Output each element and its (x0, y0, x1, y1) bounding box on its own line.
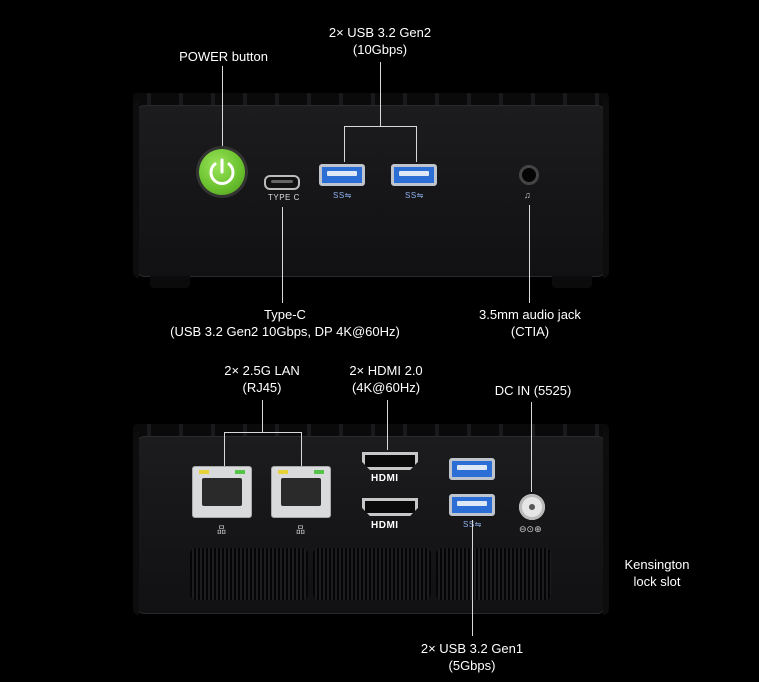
vent-left (190, 548, 308, 600)
audio-leader (529, 205, 530, 303)
usb-gen2-leader (380, 62, 381, 126)
rear-left-edge (133, 431, 139, 615)
usb-gen2-label: 2× USB 3.2 Gen2 (10Gbps) (318, 24, 442, 58)
lan-led-link (314, 470, 324, 474)
usb-gen2-bracket-left (344, 126, 345, 162)
lan-icon-2: 品 (296, 525, 306, 535)
lan-led-activity (199, 470, 209, 474)
power-button-label: POWER button (166, 48, 281, 65)
typec-label-line2: (USB 3.2 Gen2 10Gbps, DP 4K@60Hz) (170, 324, 400, 339)
lan-label-line2: (RJ45) (242, 380, 282, 395)
lan-jack (281, 478, 321, 506)
kensington-label-line1: Kensington (624, 557, 690, 572)
usb-gen2-label-line2: (10Gbps) (352, 42, 408, 57)
lan-leader (262, 400, 263, 432)
typec-label: Type-C (USB 3.2 Gen2 10Gbps, DP 4K@60Hz) (160, 306, 410, 340)
front-right-edge (603, 100, 609, 278)
kensington-label-line2: lock slot (633, 574, 681, 589)
usb-c-port-marking: TYPE C (268, 193, 300, 202)
dc-in-port[interactable] (519, 494, 545, 520)
typec-label-line1: Type-C (264, 307, 306, 322)
audio-label: 3.5mm audio jack (CTIA) (470, 306, 590, 340)
lan-led-link (235, 470, 245, 474)
rear-right-edge (603, 431, 609, 615)
power-button[interactable] (199, 149, 245, 195)
usb-a-gen2-port-2[interactable] (391, 164, 437, 186)
usb-ss-logo-1: SS⇋ (333, 191, 352, 200)
usb-a-gen1-port-2[interactable] (449, 494, 495, 516)
lan-bracket (224, 432, 302, 433)
lan-label: 2× 2.5G LAN (RJ45) (210, 362, 314, 396)
kensington-label: Kensington lock slot (615, 556, 699, 590)
lan-bracket-left (224, 432, 225, 466)
power-icon (209, 158, 235, 185)
usb-gen2-bracket-right (416, 126, 417, 162)
hdmi-port-2[interactable] (362, 498, 418, 516)
lan-port-1[interactable] (192, 466, 252, 518)
usb-gen2-label-line1: 2× USB 3.2 Gen2 (328, 25, 432, 40)
lan-icon-1: 品 (217, 525, 227, 535)
usb-gen2-bracket (344, 126, 417, 127)
usb-a-gen2-port-1[interactable] (319, 164, 365, 186)
lan-jack (202, 478, 242, 506)
hdmi-leader (387, 400, 388, 450)
lan-label-line1: 2× 2.5G LAN (224, 363, 300, 378)
vent-middle (313, 548, 431, 600)
usb-a-gen1-port-1[interactable] (449, 458, 495, 480)
usb-gen1-label: 2× USB 3.2 Gen1 (5Gbps) (410, 640, 534, 674)
headphone-icon: ♫ (524, 190, 531, 200)
audio-label-line2: (CTIA) (510, 324, 550, 339)
hdmi-label: 2× HDMI 2.0 (4K@60Hz) (336, 362, 436, 396)
usb-gen1-label-line2: (5Gbps) (448, 658, 496, 673)
audio-label-line1: 3.5mm audio jack (479, 307, 581, 322)
lan-port-2[interactable] (271, 466, 331, 518)
vent-right (436, 548, 551, 600)
hdmi-label-line2: (4K@60Hz) (351, 380, 421, 395)
dcin-label-text: DC IN (5525) (494, 383, 572, 398)
typec-leader (282, 207, 283, 303)
power-label-text: POWER button (179, 49, 268, 64)
front-foot-right (552, 276, 592, 288)
lan-bracket-right (301, 432, 302, 466)
usb-ss-logo-2: SS⇋ (405, 191, 424, 200)
power-label-line (222, 66, 223, 146)
hdmi-logo-2: HDMI (371, 520, 399, 531)
dcin-leader (531, 402, 532, 492)
hdmi-logo-1: HDMI (371, 473, 399, 484)
usb-c-port[interactable] (264, 175, 300, 190)
usb-gen1-leader (472, 520, 473, 636)
front-foot-left (150, 276, 190, 288)
lan-led-activity (278, 470, 288, 474)
dcin-label: DC IN (5525) (478, 382, 588, 399)
hdmi-label-line1: 2× HDMI 2.0 (349, 363, 423, 378)
front-left-edge (133, 100, 139, 278)
usb-gen1-label-line1: 2× USB 3.2 Gen1 (420, 641, 524, 656)
audio-jack[interactable] (519, 165, 539, 185)
dc-polarity-icon: ⊖⊙⊕ (519, 524, 542, 534)
hdmi-port-1[interactable] (362, 452, 418, 470)
